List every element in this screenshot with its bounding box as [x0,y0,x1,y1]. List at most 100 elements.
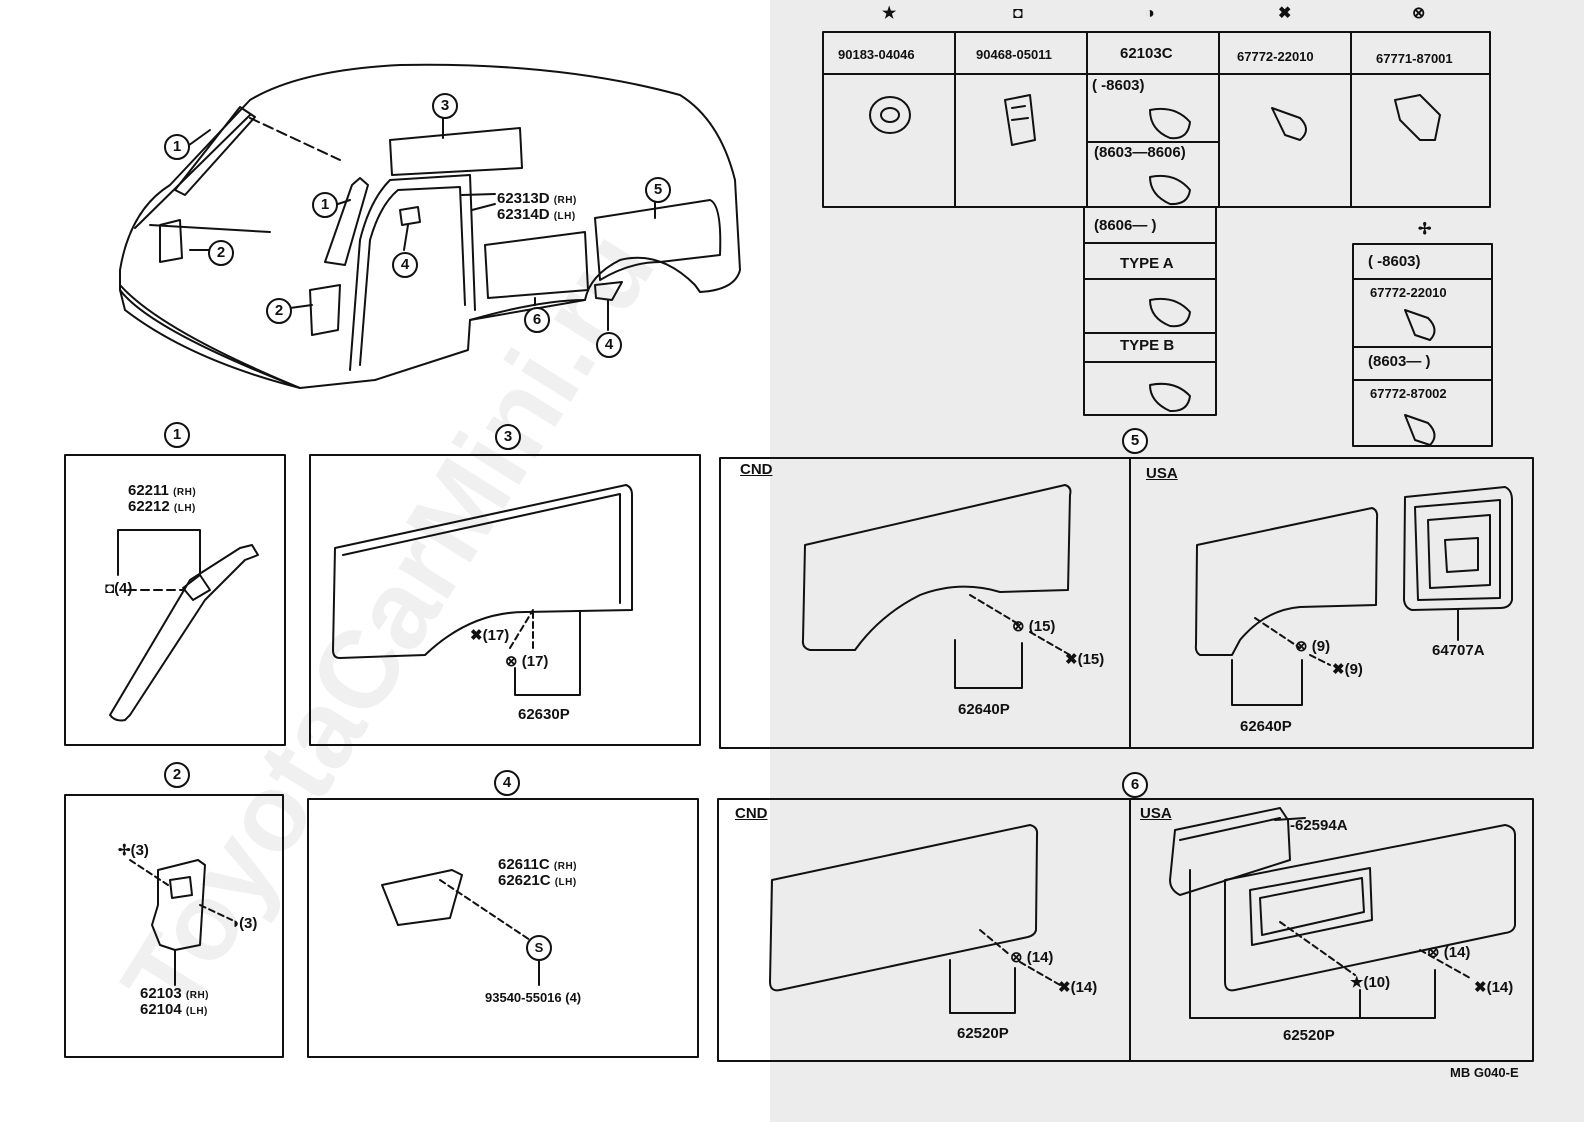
panel1-part-rh: 62211 (RH) [128,483,196,501]
fastener-part-1: 90183-04046 [838,47,915,62]
overview-callout-2a: 2 [208,240,234,266]
fastener-part-3: 62103C [1120,45,1173,62]
panel1-fastener-qty: (4) [114,580,133,597]
extra-part-2: 67772-87002 [1370,386,1447,401]
cross-clip-icon: ✖ [1058,979,1071,996]
panel6-usa-fastener-3: ✖(14) [1474,980,1513,996]
col3-range-2: (8603—8606) [1094,144,1186,161]
panel2-fastener-2: ◑(3) [230,916,257,932]
extra-range-2: (8603— ) [1368,353,1431,370]
circle-clip-icon: ⊗ [1427,944,1440,961]
panel5-usa-label: USA [1146,465,1178,482]
gray-background [770,0,1584,1122]
extra-range-1: ( -8603) [1368,253,1421,270]
panel6-cnd-fastener-1-qty: (14) [1026,949,1054,966]
overview-part-rh-number: 62313D [497,190,550,207]
panel4-screw: 93540-55016 (4) [485,990,582,1005]
panel5-cnd-fastener-2: ✖(15) [1065,652,1104,668]
fastener-part-4: 67772-22010 [1237,49,1314,64]
half-circle-icon: ◑ [1145,5,1155,22]
star-icon: ★ [882,5,897,22]
panel6-cnd-label: CND [735,805,768,822]
panel6-cnd-part: 62520P [957,1025,1009,1042]
overview-callout-4a: 4 [392,252,418,278]
panel5-cnd-fastener-1-qty: (15) [1028,618,1056,635]
panel5-number: 5 [1122,428,1148,454]
panel2-fastener-2-qty: (3) [239,915,258,932]
panel3-fastener-1-qty: (17) [482,627,510,644]
panel6-cnd-fastener-2-qty: (14) [1070,979,1098,996]
extra-part-1: 67772-22010 [1370,285,1447,300]
panel5-cnd-fastener-1: ⊗ (15) [1012,619,1055,635]
overview-callout-2b: 2 [266,298,292,324]
panel2-part-rh: 62103 (RH) [140,986,209,1004]
panel2-fastener-1-qty: (3) [130,842,149,859]
overview-rh-tag: (RH) [553,195,577,206]
panel3-fastener-2: ⊗ (17) [505,654,548,670]
circle-clip-icon: ⊗ [1012,618,1025,635]
panel6-usa-fastener-3-qty: (14) [1486,979,1514,996]
panel6-usa-part-a-number: 62594A [1295,817,1348,834]
overview-part-lh: 62314D (LH) [497,207,576,225]
cross-clip-icon: ✖ [1332,661,1345,678]
panel6-cnd-fastener-1: ⊗ (14) [1010,950,1053,966]
car-overview-drawing [119,63,741,389]
panel6-usa-fastener-2-qty: (10) [1363,974,1391,991]
overview-callout-1b: 1 [312,192,338,218]
overview-part-lh-number: 62314D [497,206,550,223]
panel2-lh-tag: (LH) [185,1006,208,1017]
overview-callout-4b: 4 [596,332,622,358]
panel5-usa-fastener-2-qty: (9) [1344,661,1363,678]
panel5-cnd-part: 62640P [958,701,1010,718]
panel4-rh-tag: (RH) [553,861,577,872]
panel4-part-rh-number: 62611C [498,856,550,873]
panel3-part: 62630P [518,706,570,723]
panel3-fastener-1: ✖(17) [470,628,509,644]
panel1-fastener: ◘(4) [105,581,132,597]
panel6-usa-fastener-1-qty: (14) [1443,944,1471,961]
cross-clip-icon: ✖ [470,627,483,644]
circle-clip-icon: ⊗ [505,653,518,670]
panel5-cnd-fastener-2-qty: (15) [1077,651,1105,668]
circle-clip-icon: ⊗ [1295,638,1308,655]
panel1-part-lh-number: 62212 [128,498,170,515]
overview-callout-1a: 1 [164,134,190,160]
panel6-usa-fastener-1: ⊗ (14) [1427,945,1470,961]
panel6-usa-fastener-2: ★(10) [1350,975,1390,991]
panel1-rh-tag: (RH) [173,487,197,498]
panel2-part-rh-number: 62103 [140,985,182,1002]
panel2-fastener-1: ✢(3) [118,843,149,859]
cross-clip-icon: ✖ [1065,651,1078,668]
cross-clip-icon: ✖ [1474,979,1487,996]
overview-lh-tag: (LH) [553,211,576,222]
overview-callout-6: 6 [524,307,550,333]
panel2-part-lh: 62104 (LH) [140,1002,208,1020]
panel4-part-lh-number: 62621C [498,872,551,889]
panel5-usa-part: 62640P [1240,718,1292,735]
col3-range-3: (8606— ) [1094,217,1157,234]
panel5-usa-fastener-2: ✖(9) [1332,662,1363,678]
panel4-part-lh: 62621C (LH) [498,873,577,891]
panel6-cnd-fastener-2: ✖(14) [1058,980,1097,996]
panel5-usa-part-2: 64707A [1432,642,1485,659]
screw-s-icon: S [526,935,552,961]
panel1-lh-tag: (LH) [173,503,196,514]
panel6-usa-part-a: -62594A [1290,817,1348,834]
pin-clip-icon: ✢ [118,842,131,859]
square-clip-icon: ◘ [105,580,115,597]
col3-type-b: TYPE B [1120,337,1175,354]
panel2-part-lh-number: 62104 [140,1001,182,1018]
panel5-usa-fastener-1: ⊗ (9) [1295,639,1330,655]
panel2-number: 2 [164,762,190,788]
overview-callout-5: 5 [645,177,671,203]
fastener-glyphs [869,94,1441,446]
pin-clip-icon: ✢ [1418,221,1432,238]
square-clip-icon: ◘ [1013,5,1023,22]
overview-part-rh: 62313D (RH) [497,191,577,209]
panel1-part-lh: 62212 (LH) [128,499,196,517]
panel4-part-rh: 62611C (RH) [498,857,577,875]
fastener-part-5: 67771-87001 [1376,51,1453,66]
diagram-code: MB G040-E [1450,1065,1519,1080]
panel6-usa-label: USA [1140,805,1172,822]
